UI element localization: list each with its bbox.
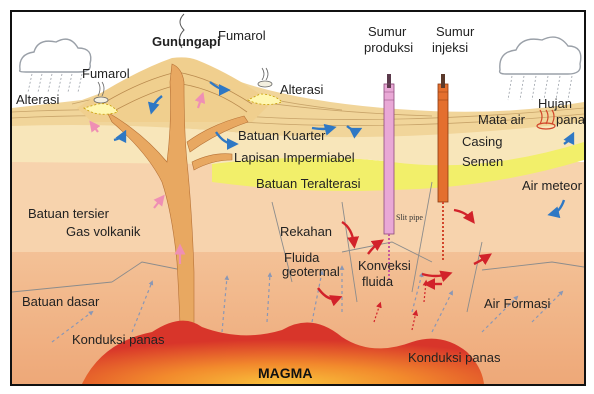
label-alterasi-left: Alterasi [16, 92, 59, 107]
label-alterasi-right: Alterasi [280, 82, 323, 97]
label-hujan: Hujan [538, 96, 572, 111]
label-batuan-teralterasi: Batuan Teralterasi [256, 176, 361, 191]
label-injection-well-1: Sumur [436, 24, 475, 39]
fumarole-icon-right [258, 68, 272, 87]
diagram-canvas: Gunungapi Fumarol Fumarol Alterasi Alter… [12, 12, 584, 384]
label-fumarol-left: Fumarol [82, 66, 130, 81]
label-injection-well-2: injeksi [432, 40, 468, 55]
label-volcano: Gunungapi [152, 34, 221, 49]
label-batuan-tersier: Batuan tersier [28, 206, 110, 221]
rain-cloud-left [20, 39, 91, 92]
label-production-well-2: produksi [364, 40, 413, 55]
label-gas-volkanik: Gas volkanik [66, 224, 141, 239]
label-fluida-2: geotermal [282, 264, 340, 279]
label-konduksi-panas-right: Konduksi panas [408, 350, 501, 365]
label-slit-pipe: Slit pipe [396, 213, 423, 222]
geothermal-system-diagram: Gunungapi Fumarol Fumarol Alterasi Alter… [10, 10, 586, 386]
rain-cloud-right [500, 37, 581, 100]
label-batuan-dasar: Batuan dasar [22, 294, 100, 309]
label-air-formasi: Air Formasi [484, 296, 551, 311]
label-konveksi-2: fluida [362, 274, 394, 289]
label-batuan-kuarter: Batuan Kuarter [238, 128, 326, 143]
label-air-meteor: Air meteor [522, 178, 583, 193]
label-casing: Casing [462, 134, 502, 149]
label-lapisan-impermiabel: Lapisan Impermiabel [234, 150, 355, 165]
label-fluida-1: Fluida [284, 250, 320, 265]
label-panas: panas [556, 112, 584, 127]
label-semen: Semen [462, 154, 503, 169]
label-konveksi-1: Konveksi [358, 258, 411, 273]
label-rekahan: Rekahan [280, 224, 332, 239]
label-konduksi-panas-left: Konduksi panas [72, 332, 165, 347]
label-magma: MAGMA [258, 365, 312, 381]
label-mata-air: Mata air [478, 112, 526, 127]
label-fumarol-right: Fumarol [218, 28, 266, 43]
label-production-well-1: Sumur [368, 24, 407, 39]
